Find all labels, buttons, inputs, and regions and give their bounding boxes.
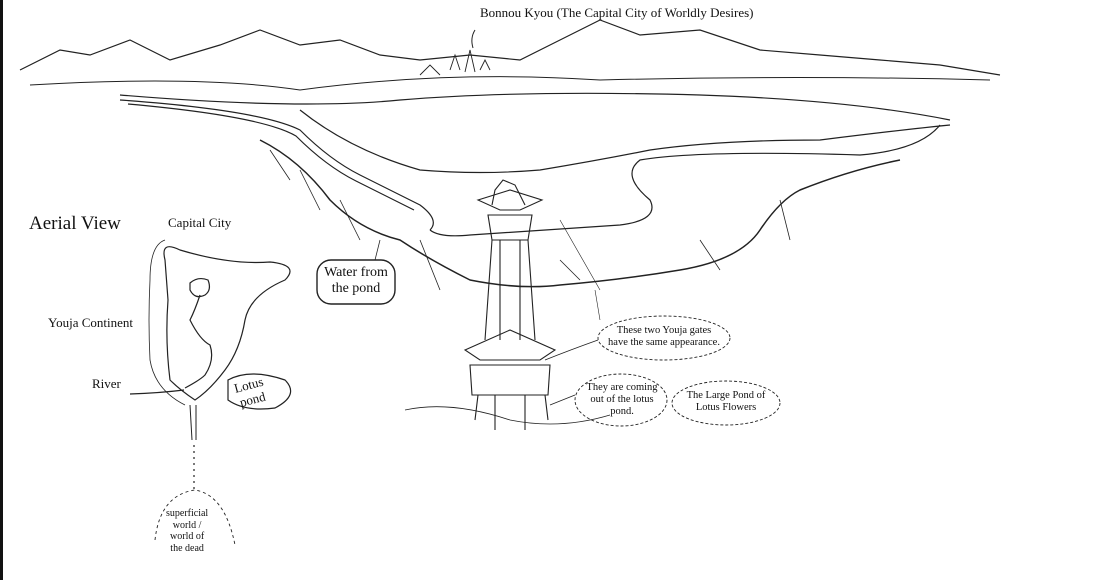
label-line: These two Youja gates [616,325,712,336]
label-line: world of [170,531,205,542]
lotus-pond-bubble [227,373,292,410]
large-pond-bubble [671,380,781,426]
label-line: world / [172,519,202,531]
river-path [129,294,213,395]
coming-out-bubble [574,373,668,427]
river-right [429,124,941,237]
cliffs [259,139,901,288]
left-border [0,0,3,580]
gates-same-label: These two Youja gates have the same appe… [600,325,728,349]
label-line: Lotus Flowers [695,402,757,414]
river-left [119,99,434,231]
label-line: out of the lotus [590,394,654,406]
label-line: the dead [170,542,204,554]
large-pond-label: The Large Pond of Lotus Flowers [676,390,776,414]
label-line: The Large Pond of [686,390,766,401]
capital-city-outline [189,277,211,298]
aerial-view-heading: Aerial View [29,213,121,234]
youja-continent-label: Youja Continent [48,315,133,330]
lake-outline [299,109,951,174]
label-line: the pond [331,281,381,297]
superficial-world-label: superficial world / world of the dead [166,508,208,554]
label-line: They are coming [586,382,658,393]
city-skyline [419,49,491,76]
label-line: superficial [166,508,209,519]
water-from-pond-label: Water from the pond [321,265,391,297]
continent-bracket [148,239,186,406]
water-bubble [316,259,396,305]
label-line: have the same appearance. [608,337,720,349]
river-label: River [92,376,121,391]
capital-city-label: Capital City [168,215,232,230]
label-line: Water from [324,265,388,280]
continent-outline [163,246,291,401]
capital-title: Bonnou Kyou (The Capital City of Worldly… [480,5,754,20]
youja-gate-tower [404,179,611,430]
coming-out-label: They are coming out of the lotus pond. [580,382,664,418]
label-line: pond. [610,406,634,418]
mountain-range [19,19,1001,76]
gates-bubble [597,315,731,361]
